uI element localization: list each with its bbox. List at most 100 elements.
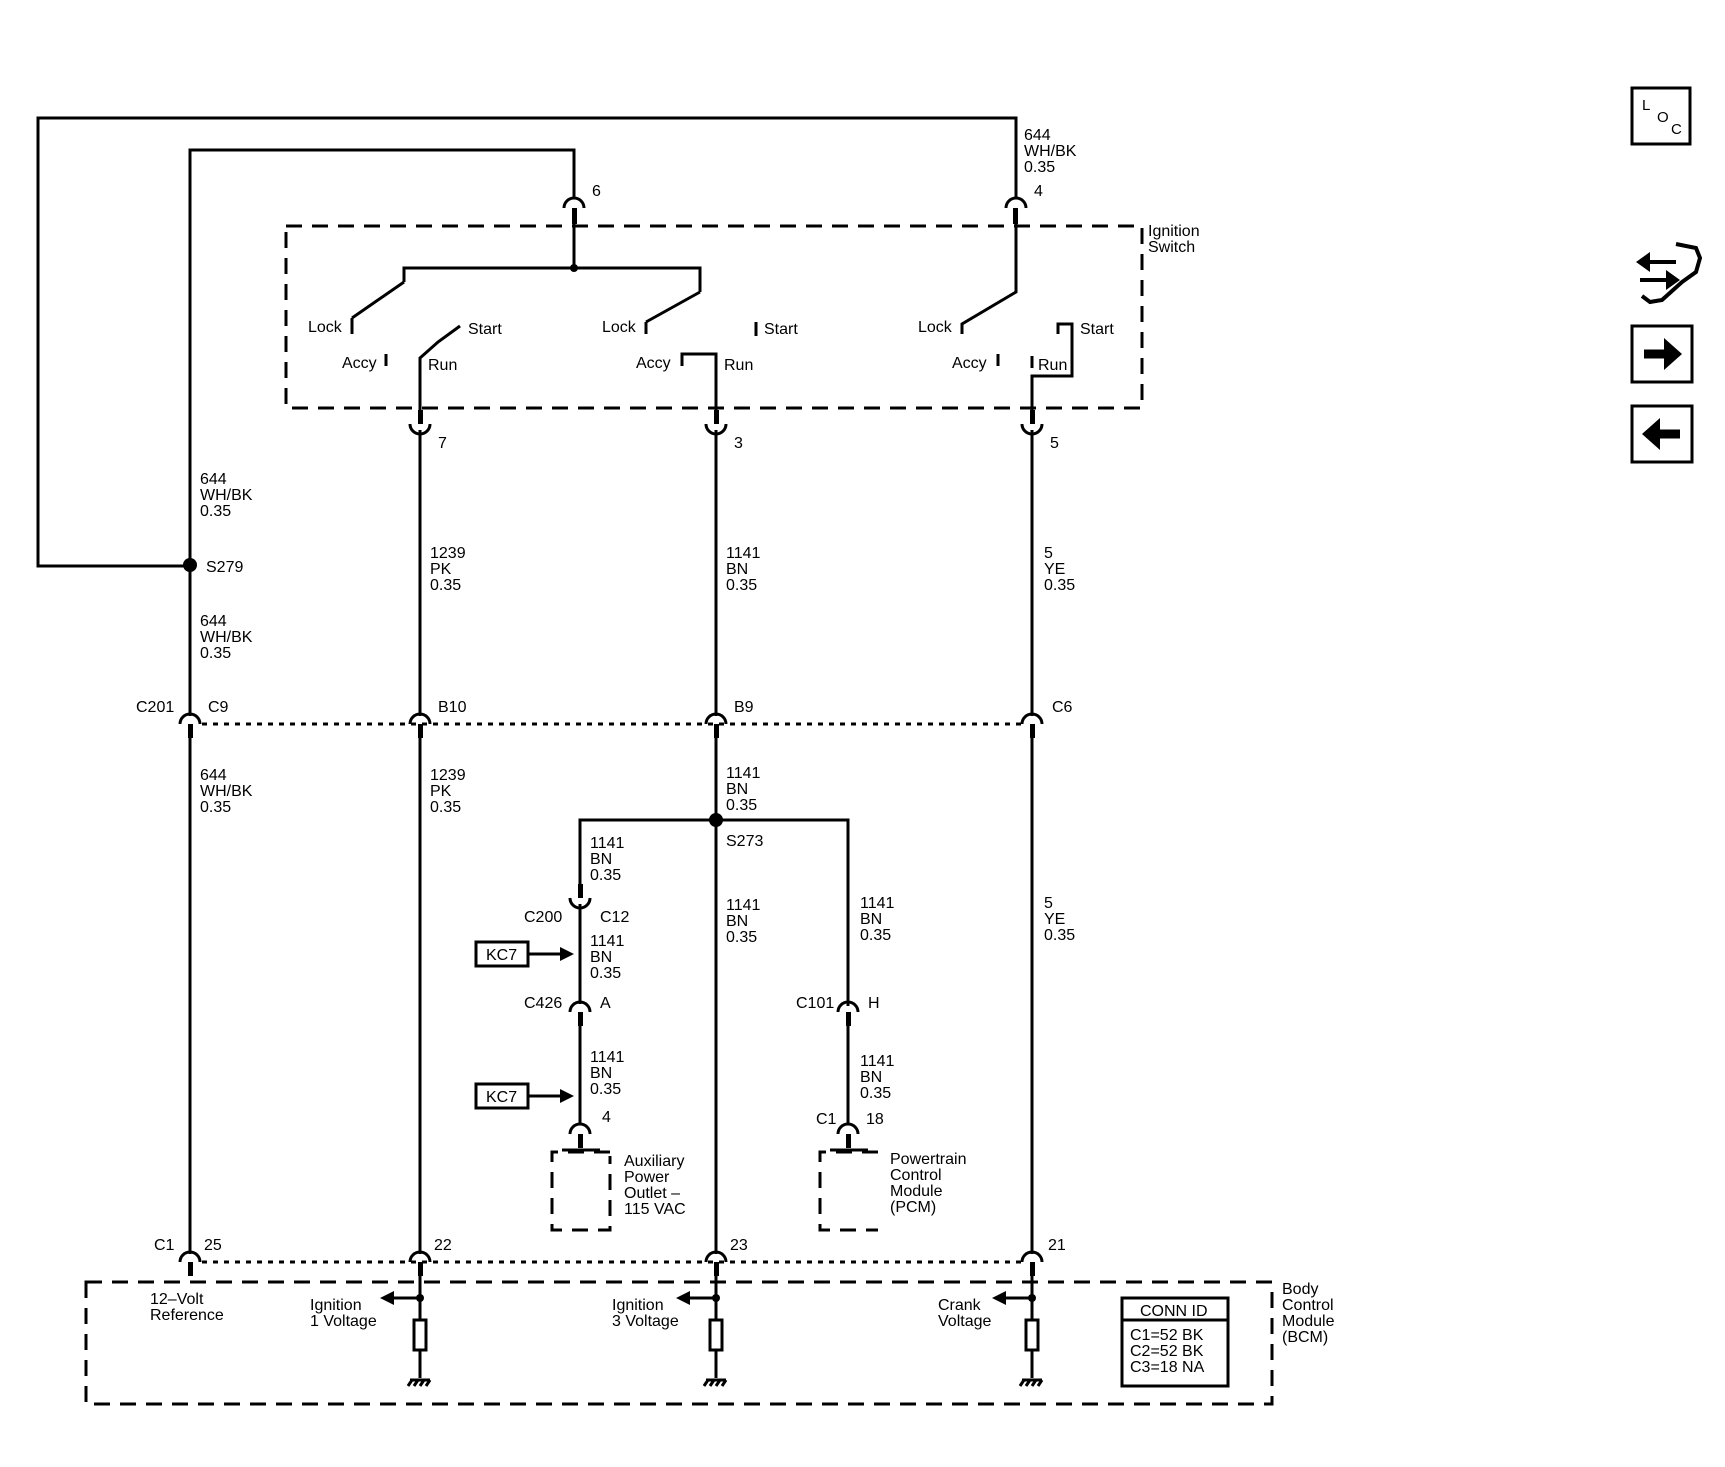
svg-text:Powertrain: Powertrain <box>890 1151 966 1168</box>
svg-text:0.35: 0.35 <box>590 965 621 982</box>
pcm-label: Powertrain Control Module (PCM) <box>890 1151 966 1216</box>
svg-text:0.35: 0.35 <box>726 929 757 946</box>
bcm-pin-21: 21 <box>1048 1237 1066 1254</box>
wire-label-5-a: 5 YE 0.35 <box>1044 545 1075 594</box>
arrow-right-icon <box>1664 338 1682 370</box>
svg-text:5: 5 <box>1044 545 1053 562</box>
kc7-ref-a[interactable] <box>474 940 574 968</box>
next-page-button[interactable] <box>1630 324 1694 384</box>
svg-text:1141: 1141 <box>860 895 895 912</box>
bcm-pin-23: 23 <box>730 1237 748 1254</box>
bcm-pin-25: 25 <box>204 1237 222 1254</box>
svg-text:0.35: 0.35 <box>430 799 461 816</box>
conn-id-table <box>1120 1296 1230 1388</box>
splice-s279-label: S279 <box>206 559 243 576</box>
wire-label-1141-a: 1141 BN 0.35 <box>726 545 761 594</box>
svg-text:Outlet –: Outlet – <box>624 1185 680 1202</box>
wire-label-1141-c: 1141 BN 0.35 <box>590 835 625 884</box>
bcm-connector-c1: C1 <box>154 1237 175 1254</box>
svg-text:BN: BN <box>590 1065 612 1082</box>
wire-label-1141-h: 1141 BN 0.35 <box>860 1053 895 1102</box>
svg-text:0.35: 0.35 <box>726 577 757 594</box>
wire-label-5-b: 5 YE 0.35 <box>1044 895 1075 944</box>
svg-text:1141: 1141 <box>726 765 761 782</box>
svg-text:BN: BN <box>726 561 748 578</box>
wires <box>36 116 1034 1254</box>
svg-text:644: 644 <box>200 613 227 630</box>
svg-text:0.35: 0.35 <box>200 799 231 816</box>
svg-text:Module: Module <box>1282 1313 1335 1330</box>
svg-text:0.35: 0.35 <box>1024 159 1055 176</box>
svg-text:1141: 1141 <box>726 545 761 562</box>
terminal-5: 5 <box>1050 435 1059 452</box>
wire-label-644-top: 644 WH/BK 0.35 <box>1024 127 1077 176</box>
svg-text:Ignition: Ignition <box>310 1297 362 1314</box>
svg-text:3 Voltage: 3 Voltage <box>612 1313 679 1330</box>
pos-lock-2: Lock <box>602 319 637 336</box>
svg-text:Auxiliary: Auxiliary <box>624 1153 684 1170</box>
bcm-12v-reference-label: 12–Volt Reference <box>150 1291 224 1324</box>
pos-lock-3: Lock <box>918 319 953 336</box>
svg-text:WH/BK: WH/BK <box>1024 143 1077 160</box>
pos-run-2: Run <box>724 357 753 374</box>
wire-label-644-b: 644 WH/BK 0.35 <box>200 613 253 662</box>
connector-symbols <box>178 196 1044 1276</box>
conn-id-row-1: C1=52 BK <box>1130 1327 1204 1344</box>
kc7-ref-b[interactable] <box>474 1082 574 1110</box>
svg-text:0.35: 0.35 <box>200 645 231 662</box>
conn-id-row-3: C3=18 NA <box>1130 1359 1205 1376</box>
pos-lock-1: Lock <box>308 319 343 336</box>
svg-text:1239: 1239 <box>430 767 466 784</box>
svg-text:YE: YE <box>1044 561 1065 578</box>
pos-start-2: Start <box>764 321 798 338</box>
terminal-6: 6 <box>592 183 601 200</box>
pin-b9: B9 <box>734 699 754 716</box>
pcm-pin-18: 18 <box>866 1111 884 1128</box>
svg-text:1239: 1239 <box>430 545 466 562</box>
wire-label-1239-a: 1239 PK 0.35 <box>430 545 466 594</box>
svg-text:644: 644 <box>200 471 227 488</box>
kc7-label-a: KC7 <box>486 947 517 964</box>
svg-text:1141: 1141 <box>590 1049 625 1066</box>
labels: 644 WH/BK 0.35 6 4 Ignition Switch Lock … <box>136 127 1335 1376</box>
pcm-box <box>818 1150 878 1232</box>
svg-text:Ignition: Ignition <box>612 1297 664 1314</box>
svg-text:Control: Control <box>890 1167 942 1184</box>
pos-run-3: Run <box>1038 357 1067 374</box>
loc-letter-c: C <box>1671 121 1682 138</box>
splice-s273-label: S273 <box>726 833 763 850</box>
connector-c200: C200 <box>524 909 562 926</box>
svg-text:115 VAC: 115 VAC <box>624 1201 686 1218</box>
svg-text:WH/BK: WH/BK <box>200 487 253 504</box>
svg-text:BN: BN <box>590 949 612 966</box>
bcm-ignition-1-label: Ignition 1 Voltage <box>310 1297 377 1330</box>
svg-text:BN: BN <box>726 913 748 930</box>
svg-text:Control: Control <box>1282 1297 1334 1314</box>
kc7-label-b: KC7 <box>486 1089 517 1106</box>
wire-label-1141-g: 1141 BN 0.35 <box>590 1049 625 1098</box>
pos-start-1: Start <box>468 321 502 338</box>
svg-text:0.35: 0.35 <box>726 797 757 814</box>
service-wrench-icon[interactable] <box>1636 242 1703 305</box>
previous-page-button[interactable] <box>1630 404 1694 464</box>
ignition-switch <box>284 222 1144 410</box>
body-control-module <box>84 1276 1274 1406</box>
svg-text:1141: 1141 <box>726 897 761 914</box>
bcm-ignition-3-label: Ignition 3 Voltage <box>612 1297 679 1330</box>
svg-text:0.35: 0.35 <box>590 1081 621 1098</box>
svg-text:(PCM): (PCM) <box>890 1199 936 1216</box>
svg-text:PK: PK <box>430 561 452 578</box>
bcm-pin-22: 22 <box>434 1237 452 1254</box>
pin-h: H <box>868 995 880 1012</box>
wire-label-1141-d: 1141 BN 0.35 <box>726 897 761 946</box>
wire-label-1239-b: 1239 PK 0.35 <box>430 767 466 816</box>
pin-c9: C9 <box>208 699 229 716</box>
svg-text:WH/BK: WH/BK <box>200 629 253 646</box>
pin-c6: C6 <box>1052 699 1073 716</box>
wire-label-644-a: 644 WH/BK 0.35 <box>200 471 253 520</box>
svg-text:YE: YE <box>1044 911 1065 928</box>
svg-text:644: 644 <box>1024 127 1051 144</box>
svg-text:BN: BN <box>860 911 882 928</box>
svg-text:0.35: 0.35 <box>200 503 231 520</box>
location-view-button[interactable]: L O C <box>1630 86 1692 146</box>
